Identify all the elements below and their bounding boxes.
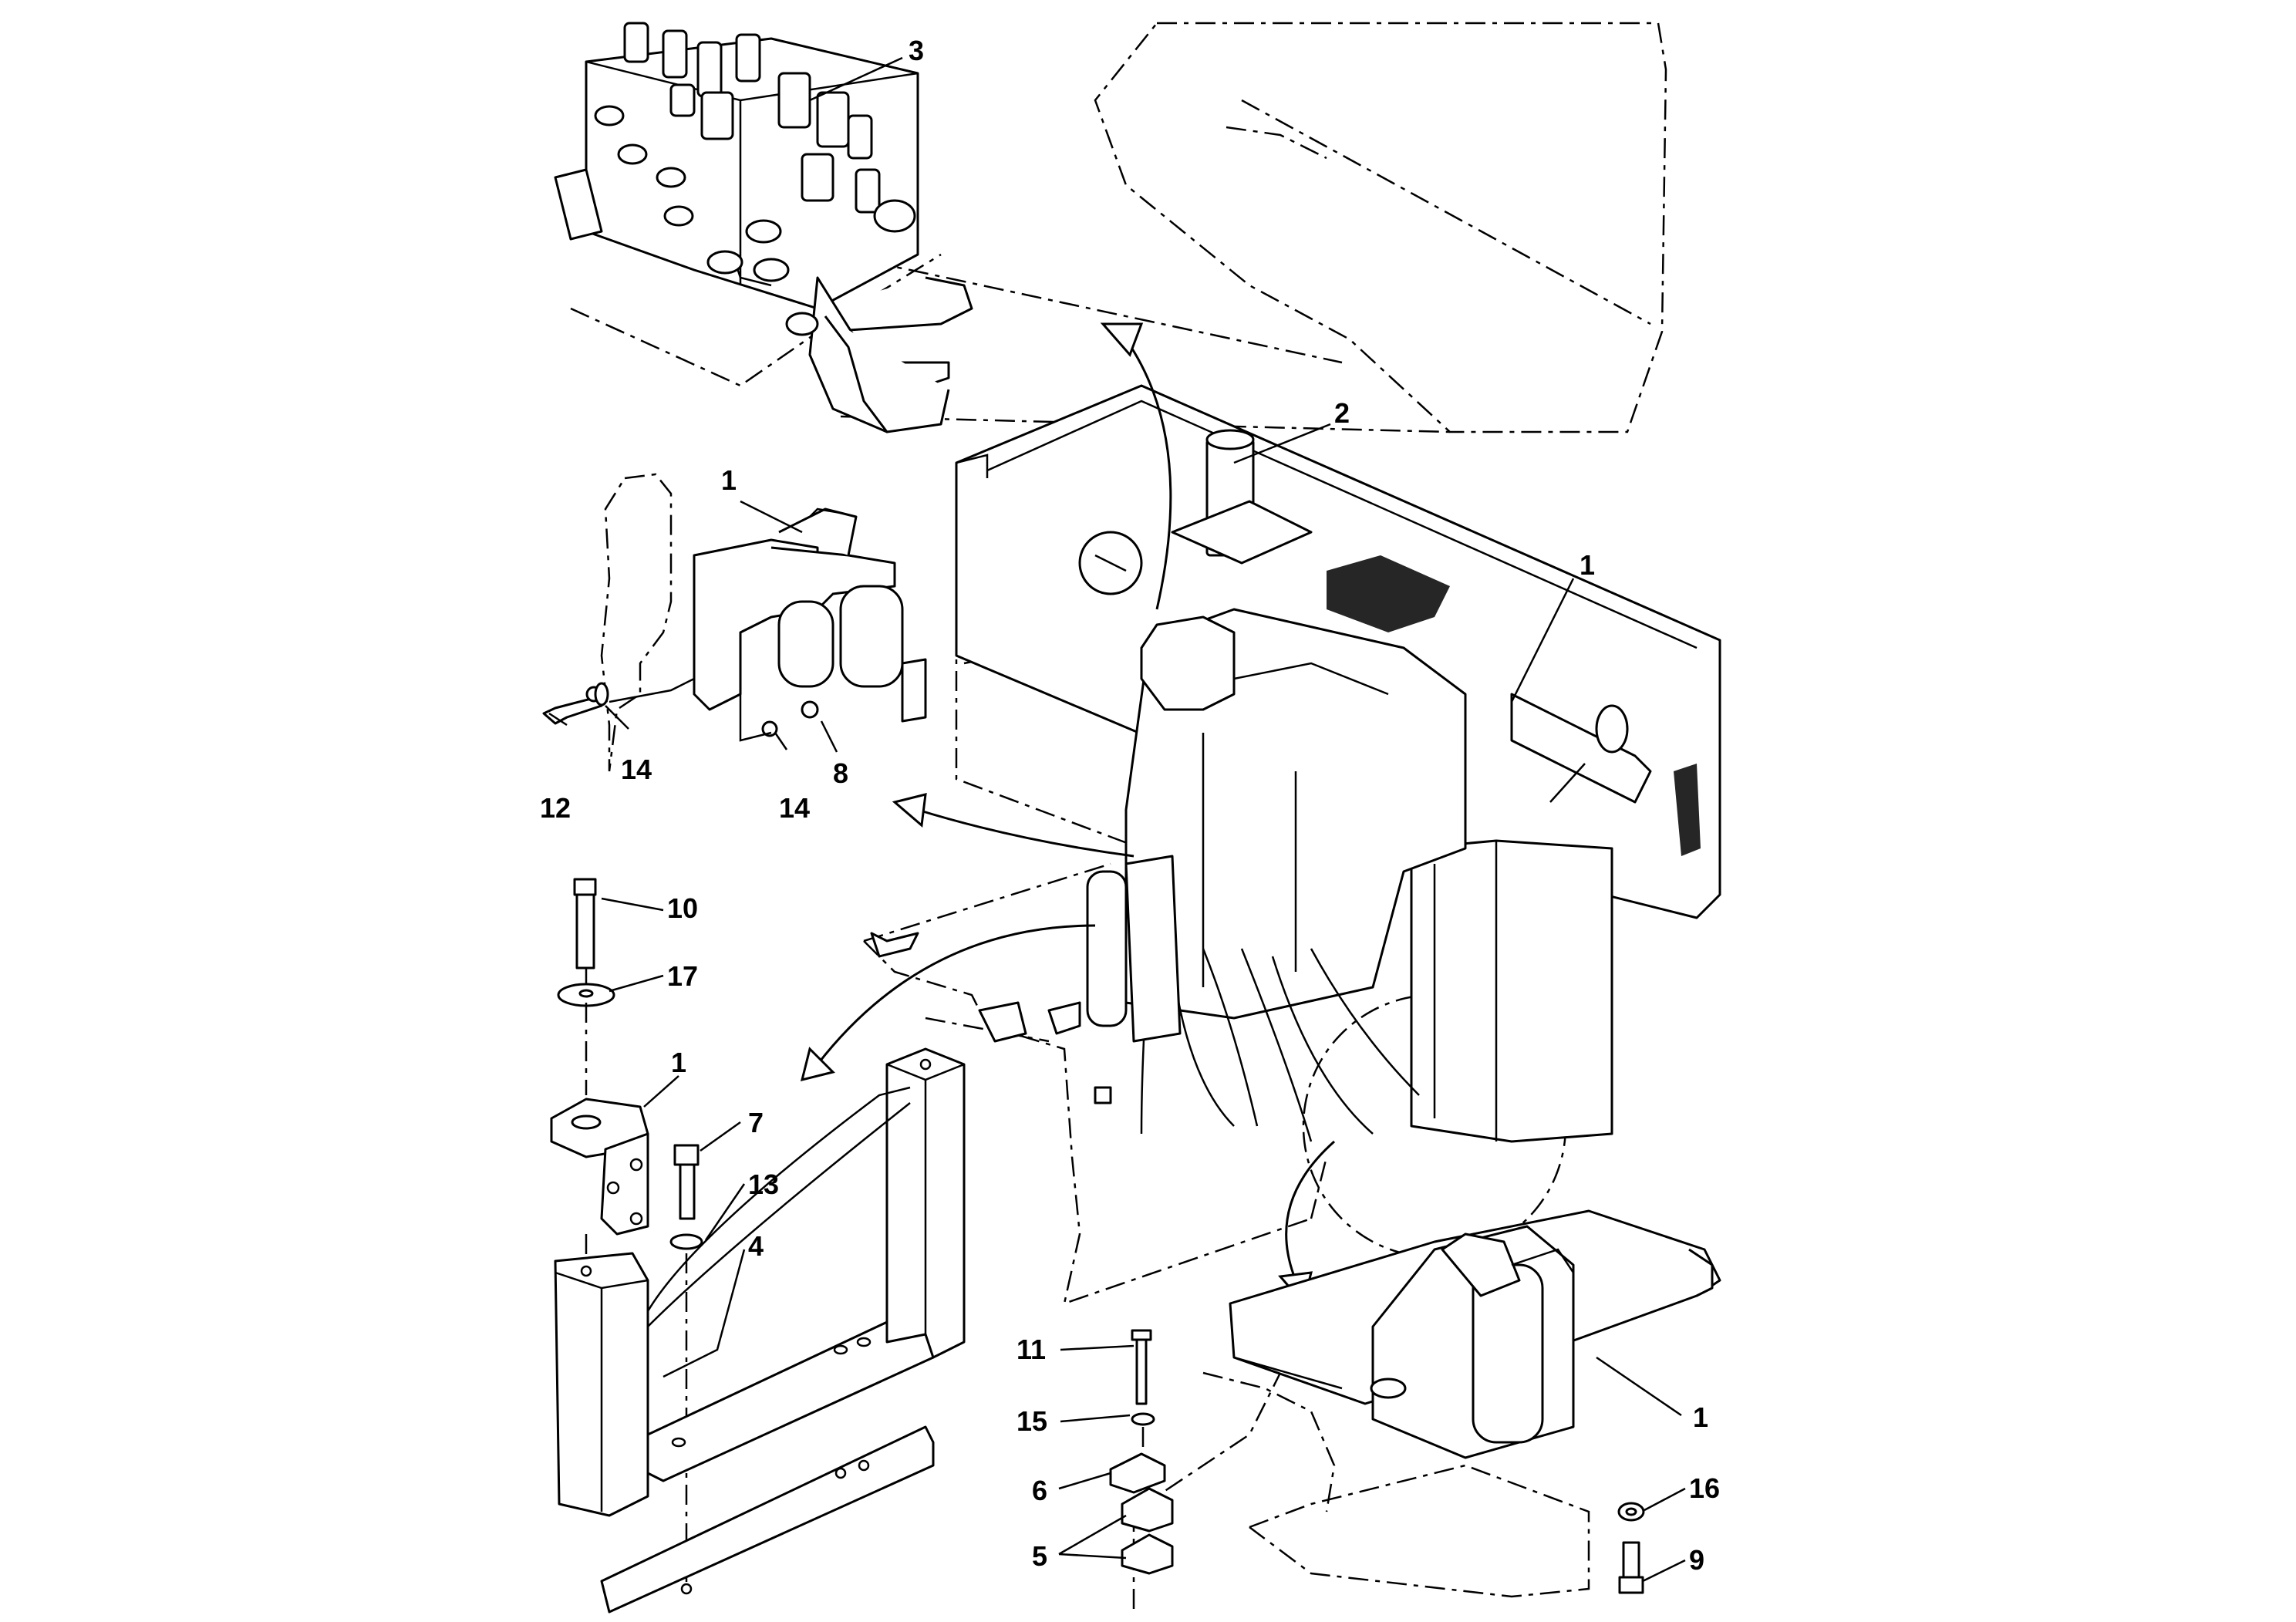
leader-lines (548, 56, 1686, 1583)
nut-8 (801, 700, 819, 719)
bolt-7 (673, 1144, 700, 1220)
support-stand-4 (554, 1047, 966, 1517)
callout-15: 15 (1017, 1405, 1047, 1437)
washer-13 (669, 1233, 703, 1250)
filter-bracket-lower (1229, 1209, 1721, 1459)
radiator-grille-top (1327, 555, 1450, 632)
bolt-9 (1618, 1541, 1644, 1594)
callout-7: 7 (748, 1107, 764, 1138)
callout-12: 12 (540, 792, 571, 824)
clamp-6 (1109, 1452, 1166, 1494)
clamp-5b (1121, 1533, 1174, 1575)
bolt-10 (573, 878, 597, 969)
washer-16 (1617, 1502, 1645, 1522)
callout-17: 17 (667, 960, 698, 992)
callout-1-filter-lower: 1 (1693, 1401, 1708, 1433)
callout-1-mount: 1 (671, 1047, 686, 1078)
washer-15 (1131, 1412, 1155, 1426)
valve-fittings (594, 105, 916, 336)
callout-10: 10 (667, 892, 698, 924)
callout-8: 8 (833, 757, 848, 789)
callout-13: 13 (748, 1168, 779, 1200)
engine-mount-1 (550, 1098, 649, 1236)
callout-labels: 3 2 1 1 1 1 8 12 14 14 10 17 7 13 4 11 1… (540, 35, 1720, 1576)
washer-14-right (761, 720, 778, 737)
radiator-grille-side (1674, 764, 1701, 856)
bolt-12 (542, 686, 603, 725)
callout-9: 9 (1689, 1544, 1704, 1576)
machine-frame (870, 384, 1721, 1143)
exhaust-stack (1171, 429, 1313, 565)
washer-14-left (594, 682, 609, 706)
move-arrow-to-filter (892, 793, 1135, 858)
phantom-bracket-left (600, 473, 673, 772)
callout-1-filter-upper: 1 (721, 464, 737, 496)
callout-4: 4 (748, 1230, 764, 1262)
callout-1-frame: 1 (1580, 549, 1595, 581)
control-valve-block (554, 22, 973, 433)
callout-2: 2 (1334, 397, 1350, 429)
washer-17 (557, 983, 615, 1007)
move-arrow-to-stand (800, 924, 1096, 1082)
callout-3: 3 (909, 35, 924, 66)
phantom-frame-top (570, 22, 1667, 433)
callout-5: 5 (1032, 1540, 1047, 1572)
callout-6: 6 (1032, 1475, 1047, 1506)
move-arrow-to-valve (1100, 322, 1172, 610)
callout-14-left: 14 (621, 754, 652, 785)
callout-11: 11 (1017, 1334, 1046, 1365)
callout-14-right: 14 (779, 792, 810, 824)
callout-16: 16 (1689, 1472, 1720, 1504)
valve-cartridges (623, 22, 881, 214)
bolt-11 (1131, 1329, 1152, 1405)
base-plate-lower-left (600, 1425, 935, 1614)
clamp-5a (1121, 1487, 1174, 1533)
pressure-filter-assembly-upper (693, 508, 904, 711)
